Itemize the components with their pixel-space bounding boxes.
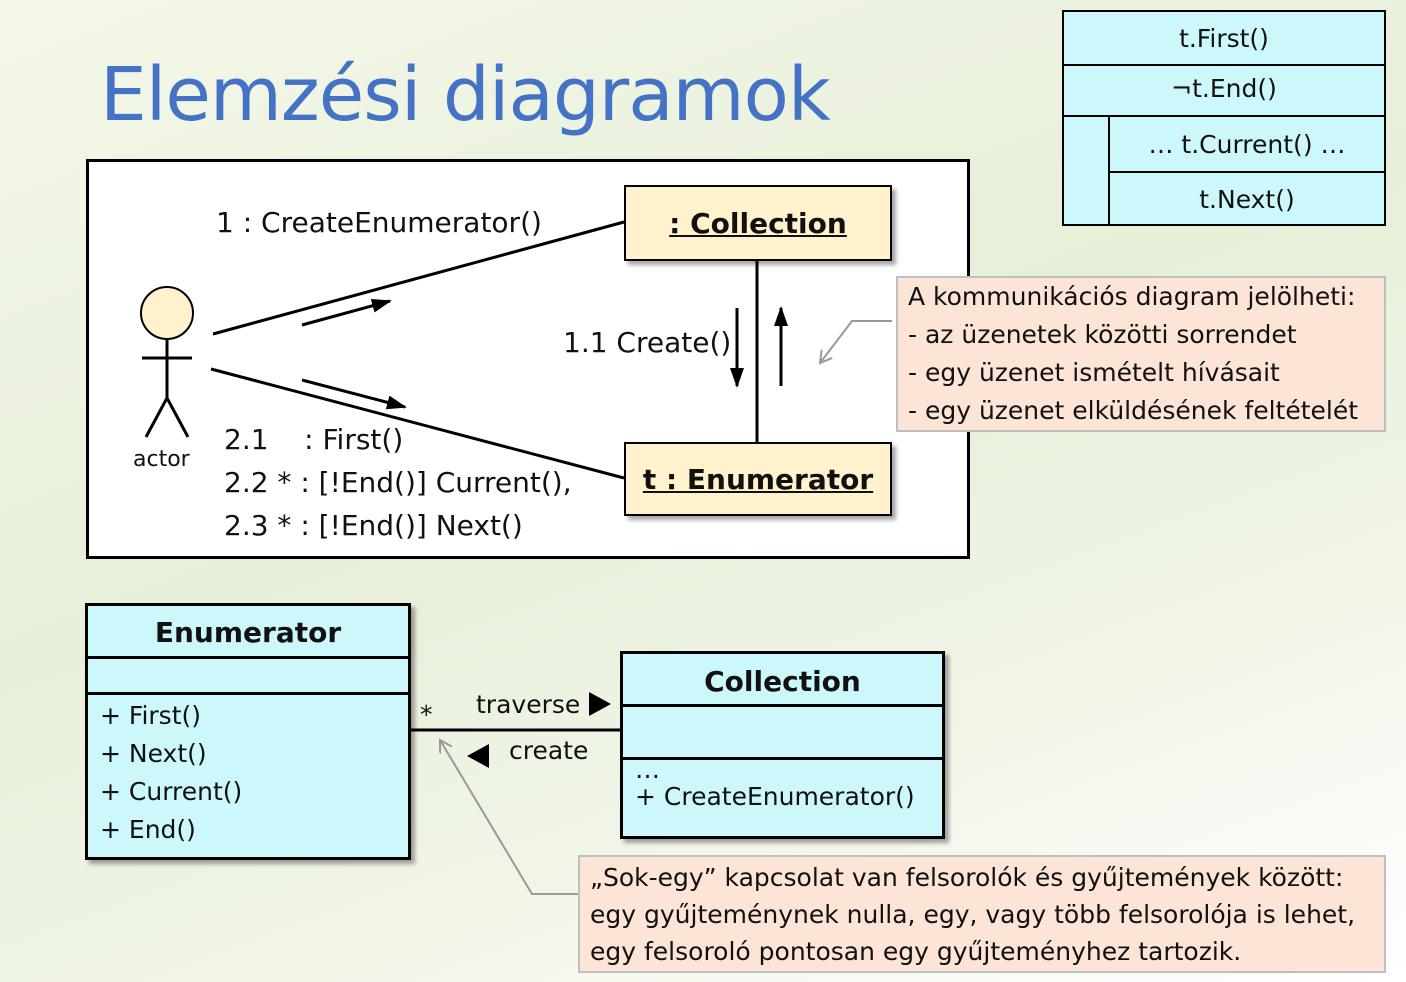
operation: + Next() [100,739,207,768]
class-name: Enumerator [88,606,408,659]
structogram-next: t.Next() [1199,185,1295,214]
operation: + End() [100,815,196,844]
class-name: Collection [623,654,942,707]
class-attributes [623,707,942,760]
structogram-divider [1064,115,1384,117]
note-line: egy gyűjteménynek nulla, egy, vagy több … [590,900,1356,929]
operation: + Current() [100,777,243,806]
structogram-current: … t.Current() … [1148,130,1346,159]
association-create-label: create [509,736,589,765]
note-pointer [820,320,892,363]
note-line: egy felsoroló pontosan egy gyűjteményhez… [590,937,1242,966]
actor-icon [140,286,194,438]
note-line: - egy üzenet ismételt hívásait [908,358,1280,387]
note-line: A kommunikációs diagram jelölheti: [908,282,1356,311]
structogram-divider [1064,64,1384,66]
page-title: Elemzési diagramok [100,52,831,138]
note-pointer [440,740,578,895]
class-operations: + First() + Next() + Current() + End() [88,695,408,849]
link-actor-enumerator [210,367,625,480]
structogram-loop-condition: ¬t.End() [1171,74,1277,103]
actor-label: actor [133,447,190,472]
class-ellipsis: … [635,755,660,784]
structogram-divider [1108,171,1384,173]
note-line: - az üzenetek közötti sorrendet [908,320,1297,349]
note-line: - egy üzenet elküldésének feltételét [908,396,1359,425]
collection-object: : Collection [624,185,892,261]
message-next: 2.3 * : [!End()] Next() [224,509,523,542]
structogram-first: t.First() [1179,24,1269,53]
association-traverse-label: traverse [476,690,581,719]
multiplicity-label: * [420,700,433,729]
note-line: „Sok-egy” kapcsolat van felsorolók és gy… [590,863,1344,892]
class-operations: + CreateEnumerator() [623,780,942,814]
class-collection: Collection … + CreateEnumerator() [620,651,945,839]
enumerator-object: t : Enumerator [624,442,892,516]
message-current: 2.2 * : [!End()] Current(), [224,466,572,499]
link-actor-collection [212,220,625,336]
class-enumerator: Enumerator + First() + Next() + Current(… [85,603,411,860]
message-first: 2.1 : First() [224,423,404,456]
operation: + First() [100,701,202,730]
structogram: t.First() ¬t.End() … t.Current() … t.Nex… [1062,10,1386,226]
operation: + CreateEnumerator() [635,782,915,811]
create-arrow-icon [467,744,489,768]
message-create-enumerator: 1 : CreateEnumerator() [216,206,542,239]
message-arrow-first [301,378,407,410]
structogram-loop-bar [1108,115,1110,224]
note-communication: A kommunikációs diagram jelölheti: - az … [896,276,1386,432]
message-create: 1.1 Create() [563,326,732,359]
note-class-relation: „Sok-egy” kapcsolat van felsorolók és gy… [578,855,1386,973]
class-attributes [88,659,408,695]
message-arrow-create-enumerator [301,298,392,327]
traverse-arrow-icon [589,692,611,716]
